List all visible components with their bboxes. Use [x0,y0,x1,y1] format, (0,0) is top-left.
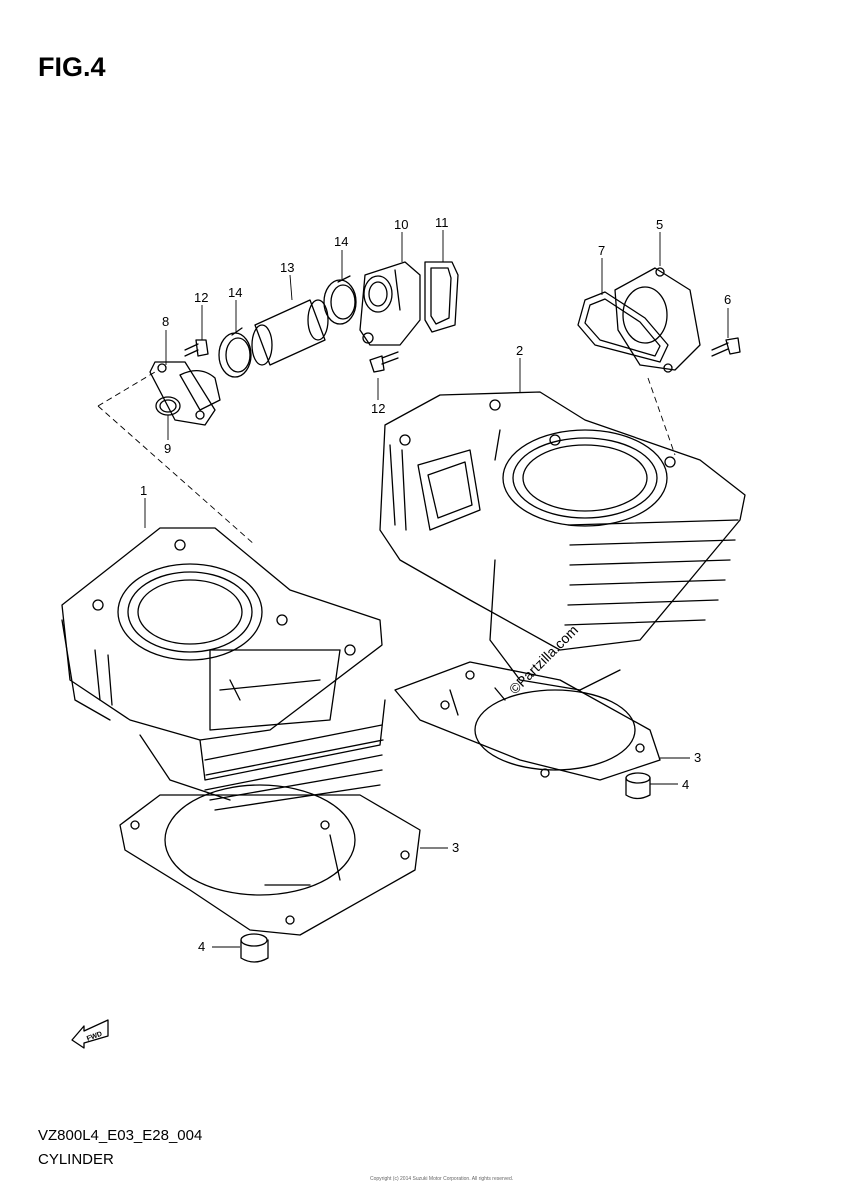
bolt-6 [711,337,741,357]
bolt-12a [184,339,209,357]
callout-8: 8 [162,314,169,329]
copyright-notice: Copyright (c) 2014 Suzuki Motor Corporat… [370,1176,514,1182]
callout-2: 2 [516,343,523,358]
fwd-arrow-icon [71,1019,109,1049]
callout-14-left: 14 [228,285,242,300]
callout-10: 10 [394,217,408,232]
diagram-name: CYLINDER [38,1151,114,1168]
callout-14-right: 14 [334,234,348,249]
rear-base-gasket [394,661,661,781]
callout-13: 13 [280,260,294,275]
hose-clamp-14b [323,275,357,325]
dowel-pin-front [240,933,269,963]
gasket-11 [424,261,459,333]
callout-3-rear: 3 [694,750,701,765]
rear-cylinder [379,391,746,691]
callout-3-front: 3 [452,840,459,855]
callout-4-front: 4 [198,939,205,954]
callout-1: 1 [140,483,147,498]
callout-11: 11 [435,215,449,230]
water-hose-13 [251,299,329,366]
hose-clamp-14a [218,327,252,378]
callout-12-right: 12 [371,401,385,416]
inlet-union [149,361,221,426]
front-base-gasket [119,784,421,936]
diagram-code: VZ800L4_E03_E28_004 [38,1127,203,1144]
dowel-pin-rear [625,772,651,800]
front-cylinder [61,527,386,811]
callout-7: 7 [598,243,605,258]
callout-12-left: 12 [194,290,208,305]
callout-9: 9 [164,441,171,456]
bolt-12b [369,351,399,373]
callout-4-rear: 4 [682,777,689,792]
figure-title: FIG.4 [38,52,106,82]
callout-5: 5 [656,217,663,232]
callout-6: 6 [724,292,731,307]
cover-5 [614,267,701,373]
gasket-7 [577,291,669,363]
outlet-union-10 [359,261,421,346]
leader-lines [97,230,729,948]
